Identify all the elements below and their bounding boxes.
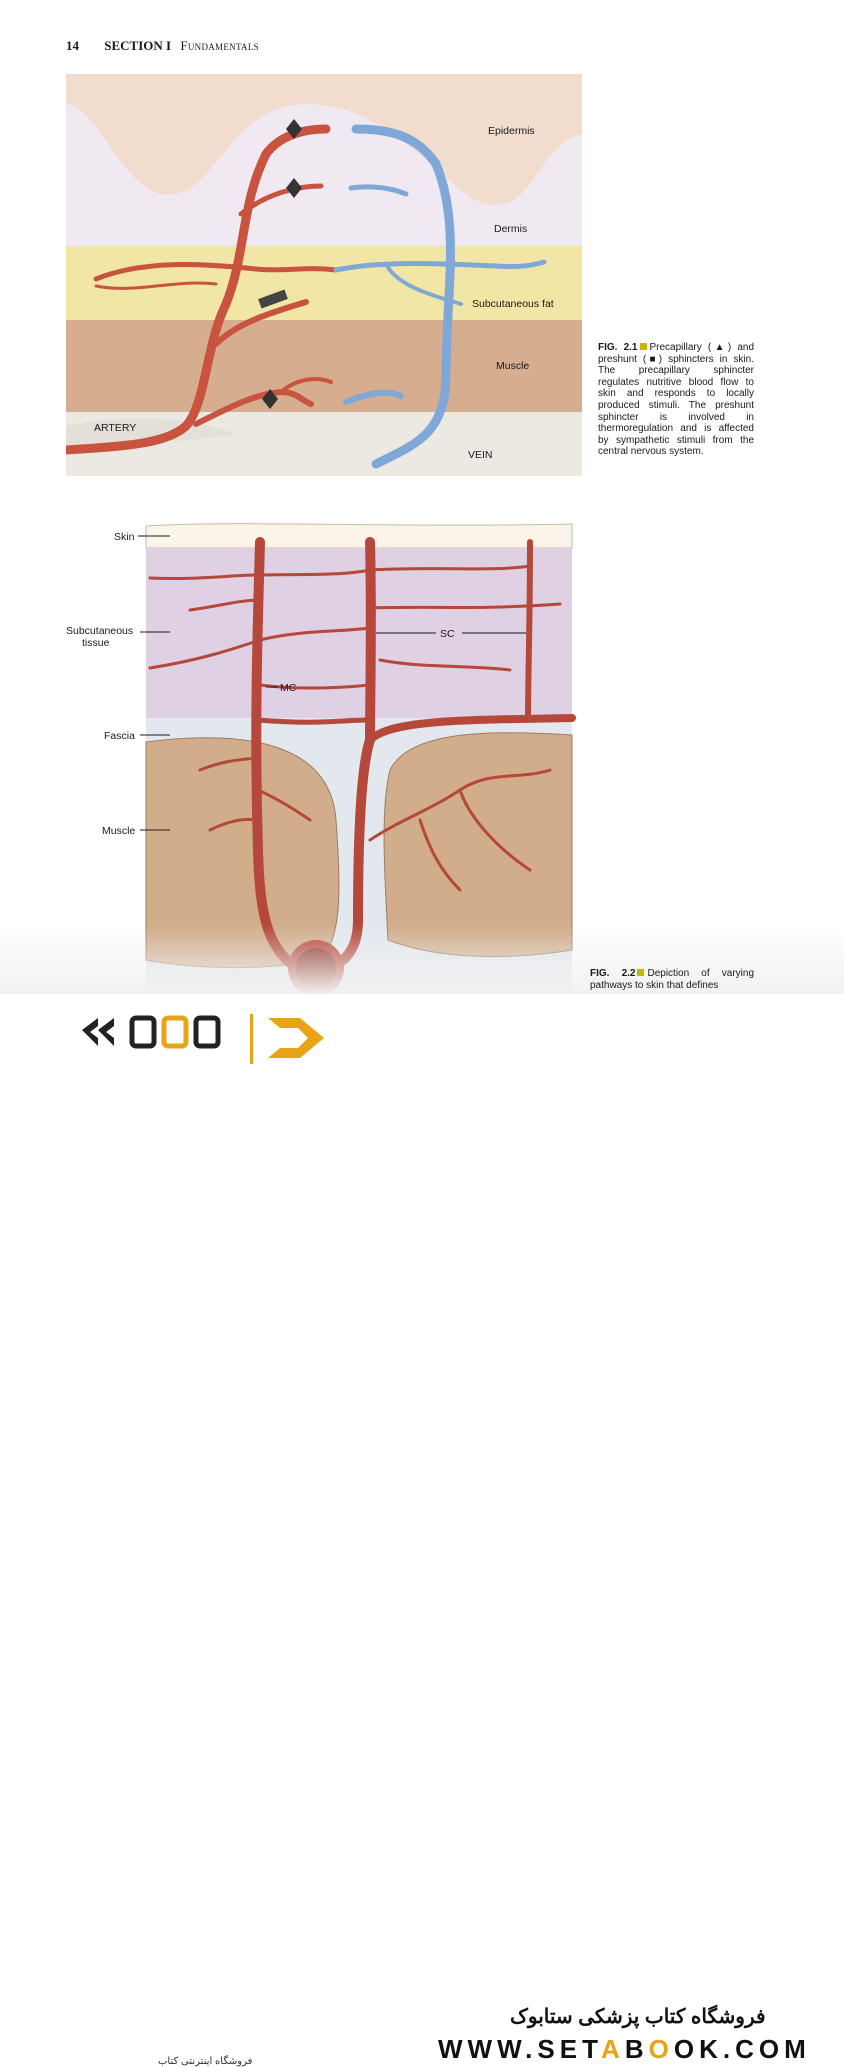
label-skin: Skin bbox=[114, 531, 135, 543]
page-number: 14 bbox=[66, 38, 79, 53]
label-muscle-2: Muscle bbox=[102, 825, 135, 837]
label-subcutaneous-fat: Subcutaneous fat bbox=[472, 298, 554, 310]
figure-2-1-label: FIG. 2.1 bbox=[598, 342, 638, 353]
label-vein: VEIN bbox=[468, 449, 493, 461]
store-url: WWW.SETABOOK.COM bbox=[438, 2034, 811, 2064]
label-mc: MC bbox=[280, 682, 297, 694]
skin-layer bbox=[145, 523, 573, 549]
figure-2-2: Skin Subcutaneous tissue Fascia Muscle S… bbox=[66, 520, 576, 994]
muscle-block-right bbox=[383, 732, 573, 958]
label-muscle: Muscle bbox=[496, 360, 529, 372]
figure-2-2-caption-text: Depiction of varying pathways to skin th… bbox=[590, 968, 755, 991]
label-tissue: tissue bbox=[82, 637, 110, 649]
setabook-logo-icon bbox=[82, 1014, 324, 1064]
subcutaneous-fat-layer bbox=[66, 246, 582, 320]
label-fascia: Fascia bbox=[104, 730, 135, 742]
store-footer: فروشگاه اینترنتی کتاب فروشگاه کتاب پزشکی… bbox=[0, 994, 844, 2067]
section-title: Fundamentals bbox=[180, 38, 259, 53]
caption-marker-icon bbox=[637, 969, 645, 976]
figure-2-2-label: FIG. 2.2 bbox=[590, 968, 636, 979]
precapillary-sphincter bbox=[286, 178, 302, 198]
figure-2-1: Epidermis Dermis Subcutaneous fat Muscle… bbox=[66, 74, 582, 476]
caption-marker-icon bbox=[639, 343, 647, 350]
store-name: فروشگاه کتاب پزشکی ستابوک bbox=[510, 2006, 766, 2028]
artery-vessels bbox=[66, 124, 339, 455]
figure-2-1-caption-text: Precapillary (▲) and preshunt (■) sphinc… bbox=[598, 342, 755, 458]
label-epidermis: Epidermis bbox=[488, 125, 535, 137]
label-artery: ARTERY bbox=[94, 422, 136, 434]
precapillary-sphincter bbox=[286, 119, 302, 139]
precapillary-sphincter bbox=[262, 389, 278, 409]
epidermis-layer bbox=[66, 74, 582, 205]
logo-tagline: فروشگاه اینترنتی کتاب bbox=[158, 2056, 253, 2067]
label-subcutaneous: Subcutaneous bbox=[66, 625, 133, 637]
vein-vessels bbox=[333, 124, 547, 469]
page-fade bbox=[0, 925, 844, 995]
label-dermis: Dermis bbox=[494, 223, 527, 235]
muscle-layer bbox=[66, 320, 582, 412]
preshunt-sphincter bbox=[258, 289, 288, 309]
label-sc: SC bbox=[440, 628, 455, 640]
section-label: SECTION I bbox=[104, 38, 172, 53]
running-header: 14 SECTION I Fundamentals bbox=[66, 38, 259, 54]
